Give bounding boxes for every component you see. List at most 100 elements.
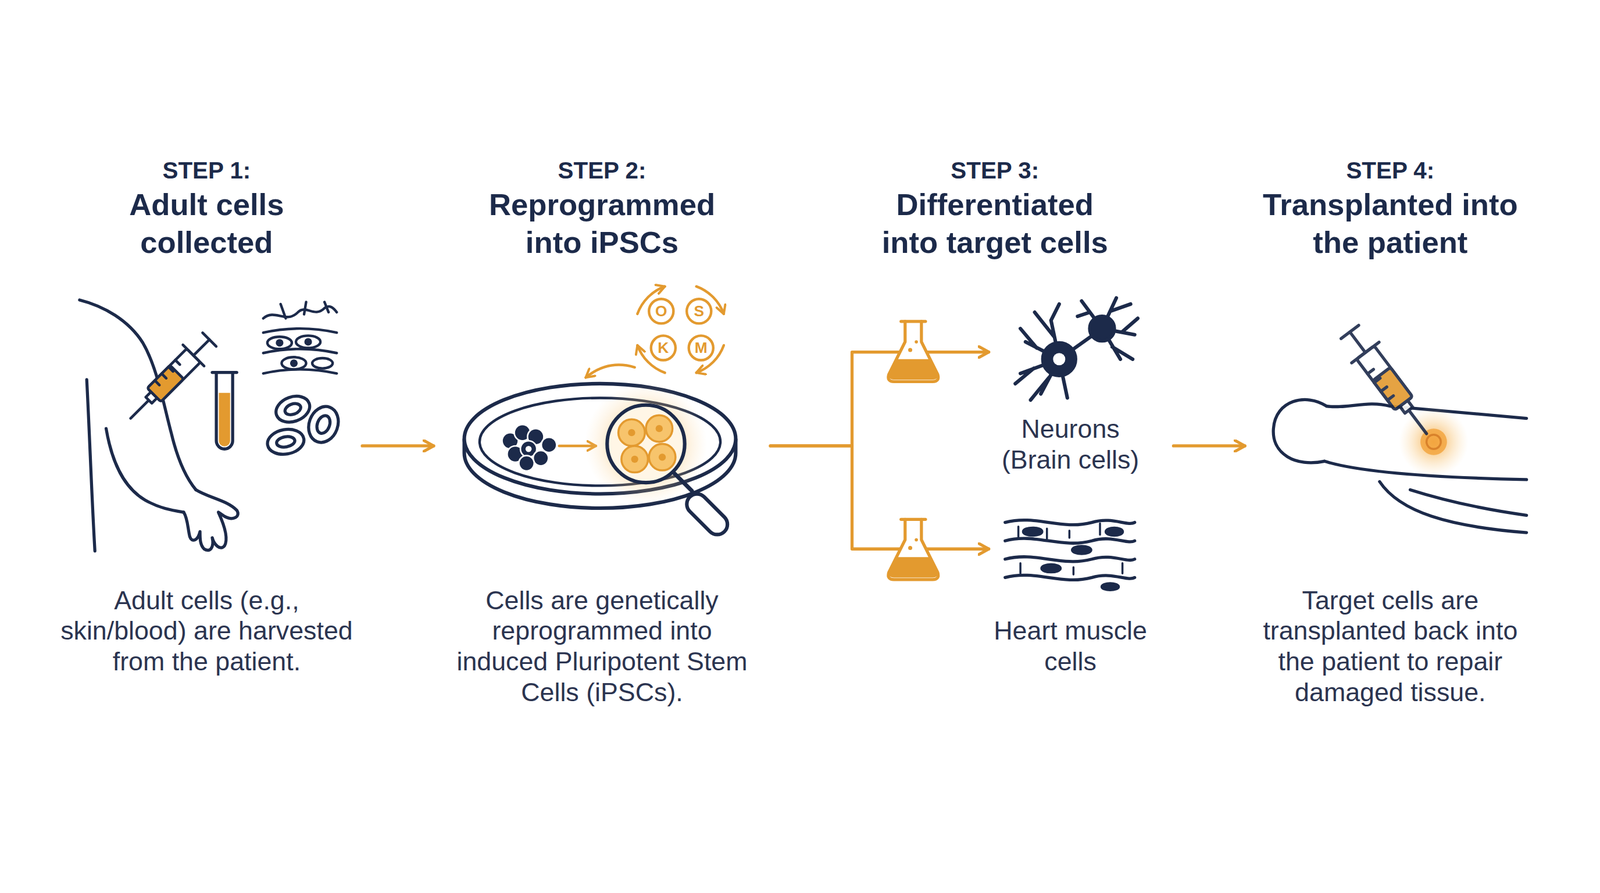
arm-outline (86, 379, 95, 552)
magnifier (584, 382, 732, 539)
flask (901, 319, 926, 323)
step-heading: Differentiated into target cells (864, 185, 1125, 262)
red-blood-cells (265, 391, 344, 457)
injection-glow (1398, 406, 1469, 477)
skin-cells (312, 358, 333, 369)
cell-type-name: Heart muscle cells (988, 615, 1153, 677)
skin-cells (263, 369, 337, 374)
red-blood-cells (303, 402, 344, 447)
heart-muscle-icon (1005, 556, 1135, 562)
patient-outline (1410, 489, 1527, 516)
step-number: STEP 3: (893, 156, 1098, 184)
heart-muscle-icon (1005, 520, 1135, 525)
skin-cells (305, 339, 312, 345)
flask (889, 556, 938, 578)
skin-cells (263, 328, 337, 333)
flask (914, 340, 919, 344)
step-description: Adult cells (e.g., skin/blood) are harve… (53, 584, 360, 677)
step-column: STEP 2:Reprogrammed into iPSCsCells are … (433, 152, 771, 714)
step-number: STEP 1: (104, 156, 309, 184)
patient-outline (1273, 399, 1327, 463)
flask (914, 538, 919, 542)
red-blood-cells (283, 401, 303, 417)
arm-outline (79, 300, 196, 490)
cell-type-name: Neurons (Brain cells) (993, 413, 1147, 475)
magnifier (621, 445, 649, 473)
syringe (1336, 321, 1441, 444)
flask (889, 359, 938, 380)
arm-outline (183, 489, 238, 550)
flask (908, 545, 913, 550)
neuron-icon (1043, 343, 1076, 376)
flask (901, 518, 926, 521)
adult-cell-cluster (533, 450, 549, 466)
cell-type-box: Neurons (Brain cells) (988, 295, 1153, 480)
flask (888, 321, 939, 382)
reprogramming-factors (585, 365, 635, 378)
magnifier (658, 453, 666, 461)
arm-outline (106, 428, 184, 513)
syringe (119, 329, 220, 430)
neuron-icon (1015, 297, 1138, 400)
step-heading: Transplanted into the patient (1260, 185, 1521, 262)
magnifier (645, 415, 673, 442)
magnifier (673, 472, 692, 492)
flow-arrow (1173, 444, 1245, 448)
step-number: STEP 2: (500, 156, 705, 184)
injection-glow (1398, 406, 1469, 477)
factor-letter: M (688, 335, 714, 360)
heart-muscle-icon (1005, 538, 1135, 544)
heart-muscle-icon (1018, 523, 1123, 575)
test-tube (212, 370, 237, 374)
test-tube (216, 372, 233, 450)
red-blood-cells (272, 391, 313, 427)
arm-outline (79, 300, 238, 552)
heart-muscle-icon (1005, 520, 1135, 591)
magnifier (655, 425, 663, 432)
reprogramming-factors (648, 298, 674, 324)
reprogramming-factors (686, 298, 712, 324)
step-heading: Adult cells collected (76, 185, 338, 262)
heart-muscle-icon (1072, 546, 1092, 554)
heart-muscle-icon (1106, 527, 1123, 535)
test-tube (218, 393, 230, 447)
magnifier (682, 489, 732, 539)
flask (888, 519, 939, 580)
red-blood-cells (275, 435, 296, 449)
magnifier (631, 455, 639, 463)
flow-arrow (362, 444, 434, 448)
reprogramming-factors (688, 335, 714, 360)
flask (888, 321, 939, 382)
step-column: STEP 4:Transplanted into the patientTarg… (1244, 152, 1536, 714)
heart-muscle-icon (1102, 583, 1119, 591)
neuron-icon (1052, 352, 1066, 366)
skin-cells (267, 336, 292, 349)
step-heading: Reprogrammed into iPSCs (469, 185, 735, 262)
heart-muscle-icon (1023, 527, 1042, 535)
magnifier (648, 443, 676, 471)
magnifier (606, 405, 685, 483)
factor-letter: K (651, 335, 676, 360)
injection-glow (1426, 434, 1442, 450)
flow-arrow (770, 352, 989, 446)
step-description: Target cells are transplanted back into … (1250, 584, 1531, 708)
skin-cells (291, 360, 297, 366)
adult-cell-cluster (518, 455, 534, 471)
heart-muscle-icon (1005, 575, 1135, 580)
neuron-icon (1089, 316, 1114, 341)
heart-muscle-icon (1041, 564, 1061, 572)
factor-letter: S (686, 298, 712, 324)
red-blood-cells (265, 426, 307, 457)
patient-outline (1379, 481, 1527, 533)
step-description: Cells are genetically reprogrammed into … (448, 584, 756, 708)
flow-arrow (770, 445, 989, 549)
skin-cells (295, 335, 321, 348)
flask (888, 519, 939, 580)
magnifier (618, 415, 676, 473)
magnifier (618, 419, 646, 446)
adult-cell-cluster (502, 424, 557, 471)
reprogramming-factors (651, 335, 676, 360)
